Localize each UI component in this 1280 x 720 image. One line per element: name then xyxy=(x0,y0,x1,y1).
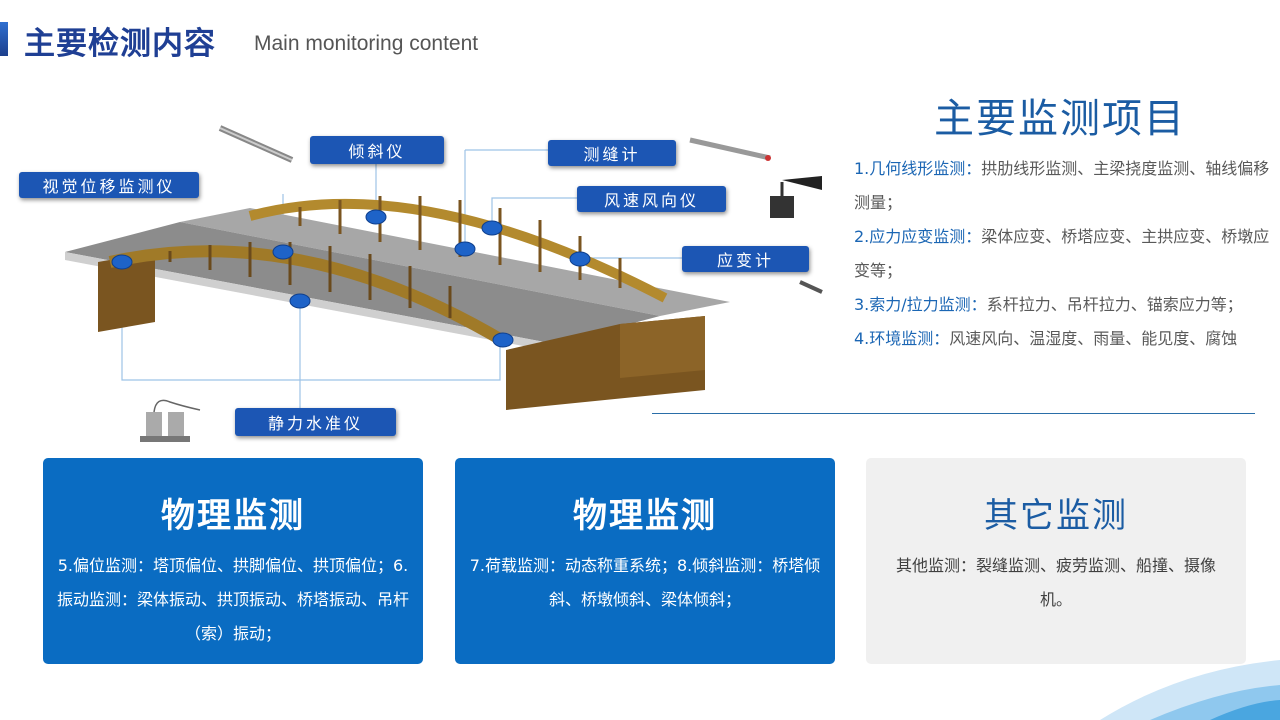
item-text: 系杆拉力、吊杆拉力、锚索应力等； xyxy=(986,295,1243,314)
callout-strain-gauge: 应变计 xyxy=(682,246,809,272)
page-title: 主要检测内容 xyxy=(24,26,216,62)
pier-left xyxy=(98,252,155,332)
callout-crack-gauge: 测缝计 xyxy=(548,140,676,166)
card-body: 7.荷载监测：动态称重系统；8.倾斜监测：桥塔倾斜、桥墩倾斜、梁体倾斜； xyxy=(469,556,821,609)
item-key: 4.环境监测 xyxy=(854,329,934,348)
pier-right-face xyxy=(620,316,705,378)
card-physical-monitoring-1: 物理监测 5.偏位监测：塔顶偏位、拱脚偏位、拱顶偏位；6.振动监测：梁体振动、拱… xyxy=(43,458,423,664)
bridge-diagram: 倾斜仪 测缝计 视觉位移监测仪 风速风向仪 应变计 静力水准仪 xyxy=(0,110,840,460)
card-title: 其它监测 xyxy=(984,496,1128,536)
list-item: 4.环境监测：风速风向、温湿度、雨量、能见度、腐蚀 xyxy=(854,322,1278,356)
divider xyxy=(652,413,1255,414)
callout-visual-displacement: 视觉位移监测仪 xyxy=(19,172,199,198)
card-other-monitoring: 其它监测 其他监测：裂缝监测、疲劳监测、船撞、摄像机。 xyxy=(866,458,1246,664)
bridge-illustration xyxy=(65,125,823,442)
card-body: 5.偏位监测：塔顶偏位、拱脚偏位、拱顶偏位；6.振动监测：梁体振动、拱顶振动、桥… xyxy=(56,556,409,643)
card-title: 物理监测 xyxy=(161,496,305,536)
item-separator: ： xyxy=(965,227,982,246)
callout-hydrostatic-level: 静力水准仪 xyxy=(235,408,396,436)
item-text: 风速风向、温湿度、雨量、能见度、腐蚀 xyxy=(949,329,1238,348)
item-separator: ： xyxy=(970,295,987,314)
list-item: 2.应力应变监测：梁体应变、桥塔应变、主拱应变、桥墩应变等； xyxy=(854,220,1278,288)
item-text: 拱肋线形监测、主梁挠度监测、轴线偏移测量； xyxy=(854,159,1270,212)
item-separator: ： xyxy=(965,159,982,178)
monitoring-items-list: 1.几何线形监测：拱肋线形监测、主梁挠度监测、轴线偏移测量； 2.应力应变监测：… xyxy=(854,152,1278,356)
item-key: 3.索力/拉力监测 xyxy=(854,295,971,314)
tiltmeter-device-icon xyxy=(218,125,294,163)
title-accent-bar xyxy=(0,22,8,56)
strain-gauge-device-icon xyxy=(799,280,823,294)
list-item: 3.索力/拉力监测：系杆拉力、吊杆拉力、锚索应力等； xyxy=(854,288,1278,322)
arch-far xyxy=(248,198,668,303)
crack-gauge-device-icon xyxy=(689,137,771,161)
anemometer-device-icon xyxy=(770,176,822,218)
item-key: 1.几何线形监测 xyxy=(854,159,966,178)
sensor-dots xyxy=(111,209,591,348)
hydrostatic-level-device-icon xyxy=(140,399,201,442)
deck-far xyxy=(180,208,730,316)
card-title: 物理监测 xyxy=(573,496,717,536)
decorative-wave xyxy=(1100,660,1280,720)
callout-anemometer: 风速风向仪 xyxy=(577,186,726,212)
list-item: 1.几何线形监测：拱肋线形监测、主梁挠度监测、轴线偏移测量； xyxy=(854,152,1278,220)
item-separator: ： xyxy=(933,329,950,348)
callout-tiltmeter: 倾斜仪 xyxy=(310,136,444,164)
card-body: 其他监测：裂缝监测、疲劳监测、船撞、摄像机。 xyxy=(895,556,1216,609)
card-physical-monitoring-2: 物理监测 7.荷载监测：动态称重系统；8.倾斜监测：桥塔倾斜、桥墩倾斜、梁体倾斜… xyxy=(455,458,835,664)
items-title: 主要监测项目 xyxy=(934,96,1186,142)
item-key: 2.应力应变监测 xyxy=(854,227,966,246)
page-subtitle: Main monitoring content xyxy=(254,32,479,55)
item-text: 梁体应变、桥塔应变、主拱应变、桥墩应变等； xyxy=(854,227,1270,280)
